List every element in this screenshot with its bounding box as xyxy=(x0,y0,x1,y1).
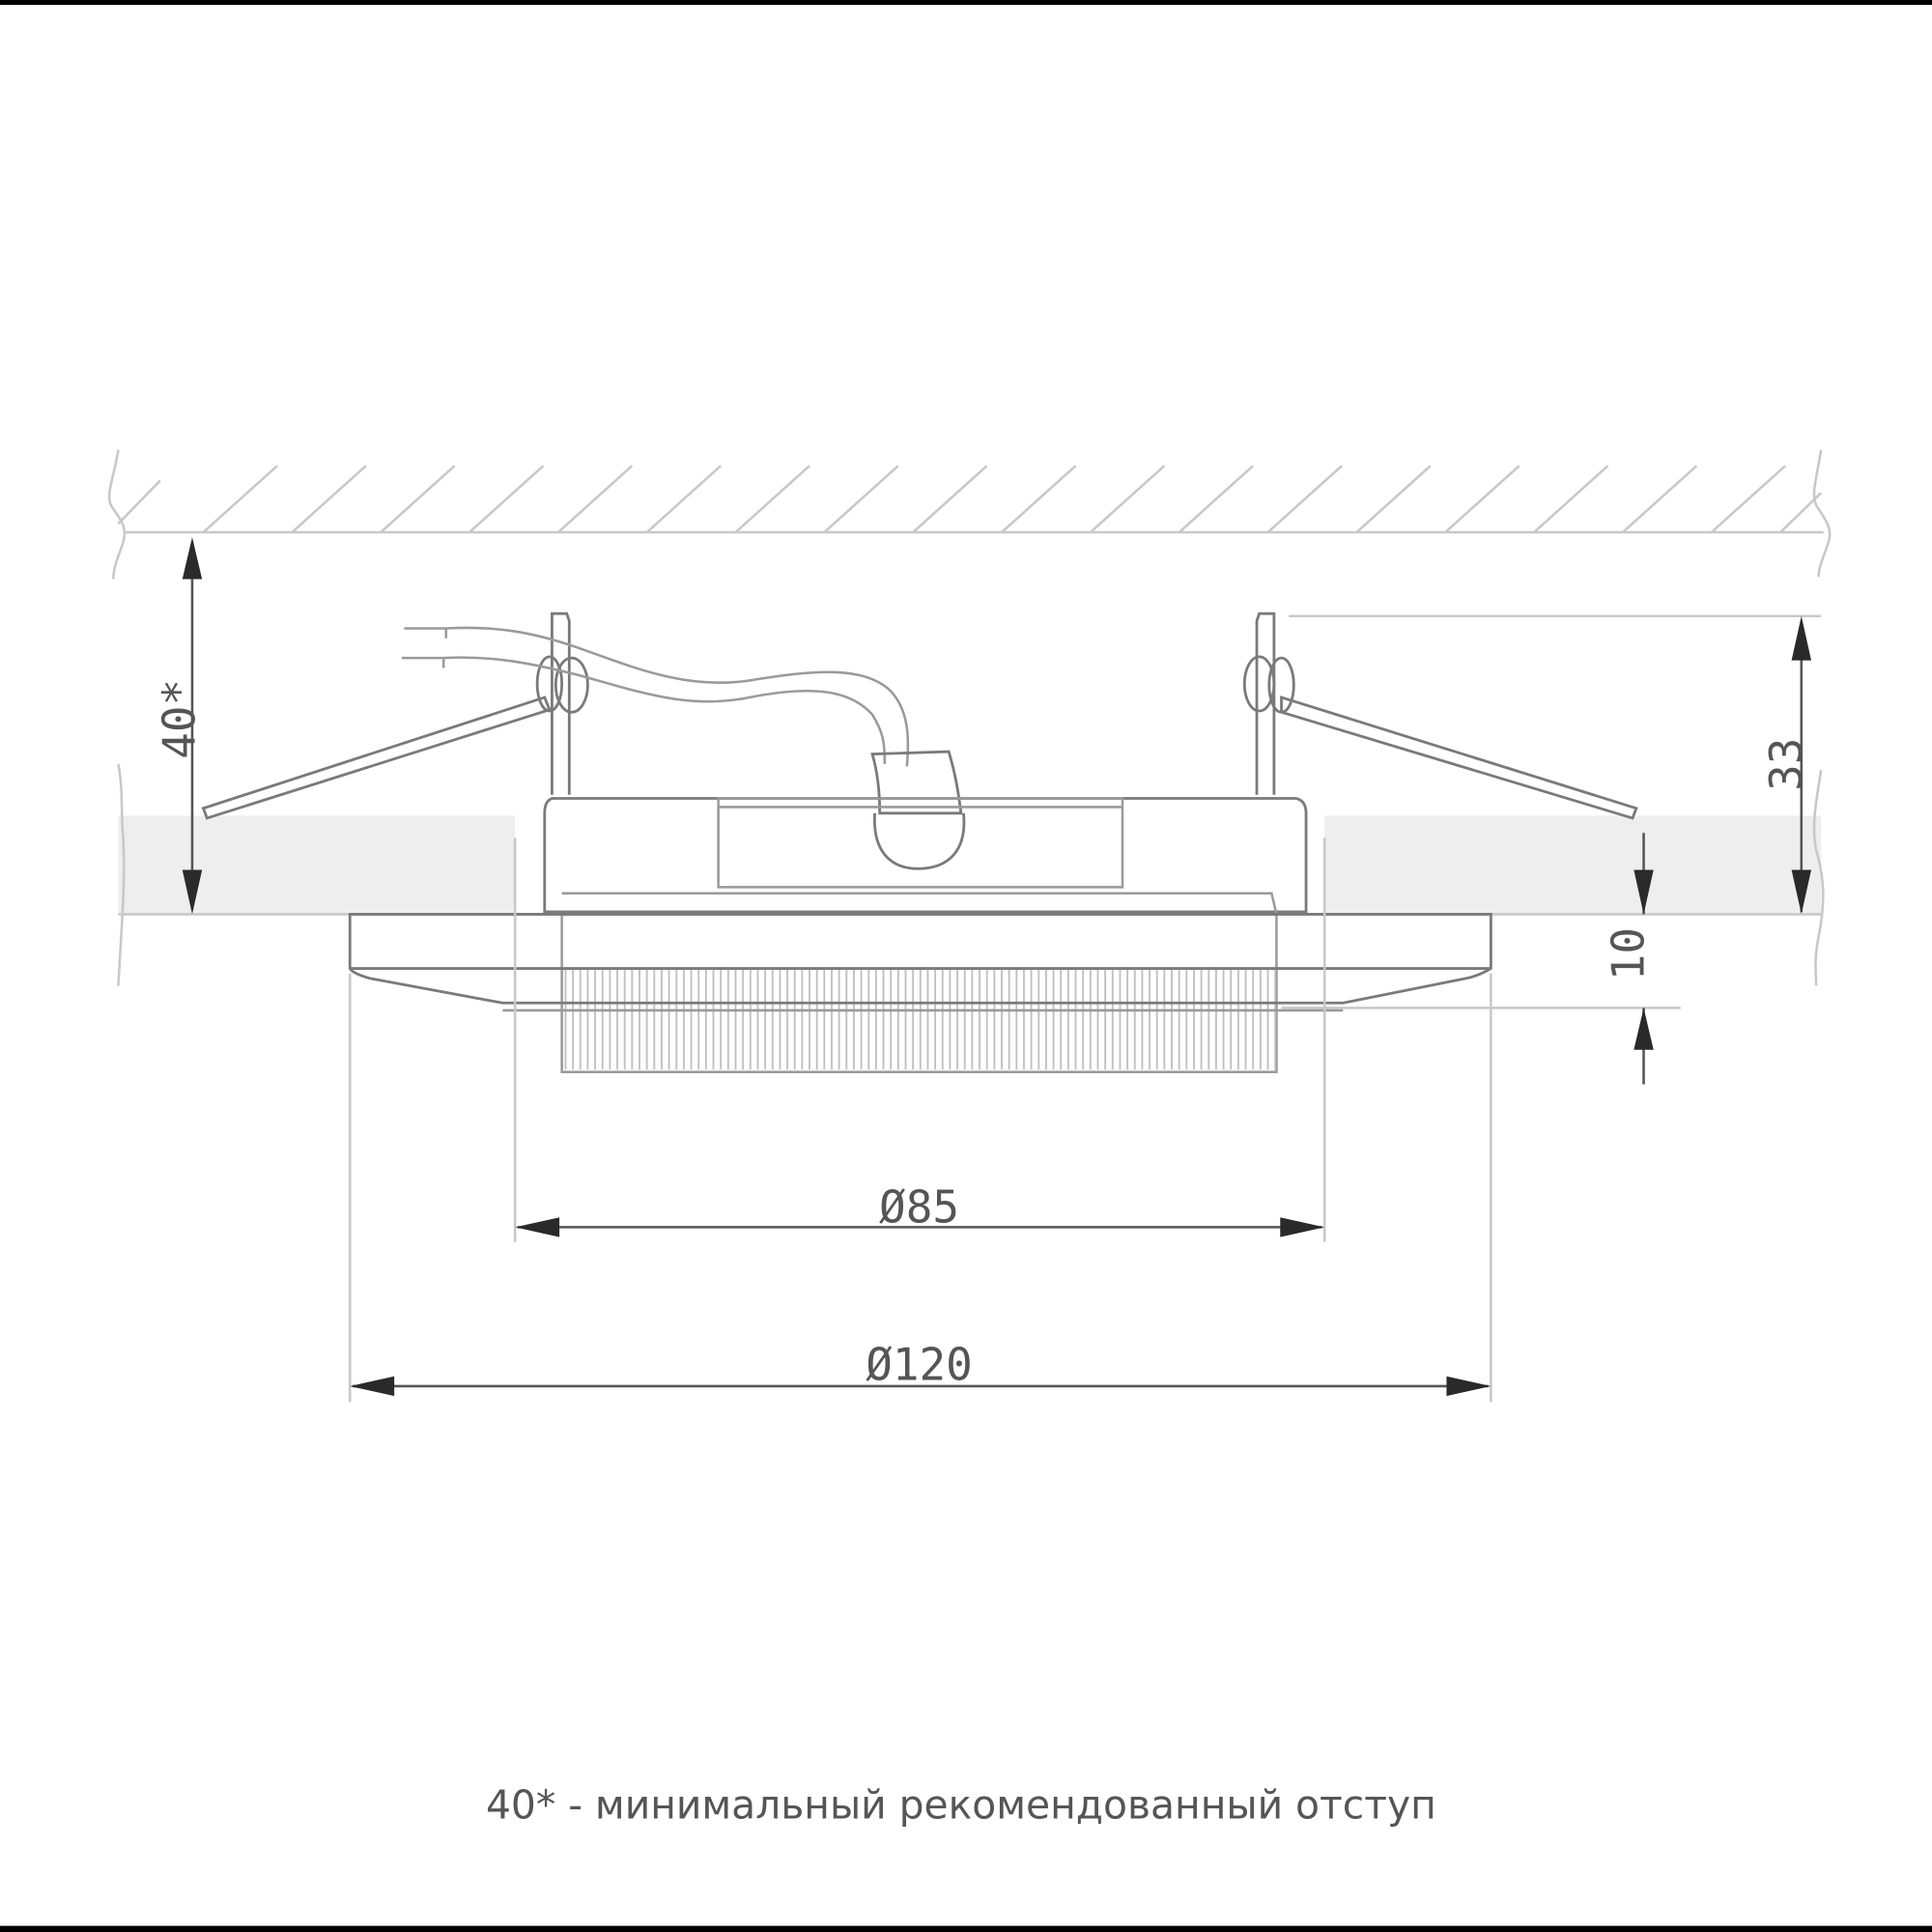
dimension-protrusion: 10 xyxy=(1603,833,1655,1085)
ceiling-panel xyxy=(117,763,1825,986)
dimension-fixture-height: 33 xyxy=(1760,615,1812,915)
min-depth-label: 40* xyxy=(154,679,206,759)
top-frame-bar xyxy=(0,0,1932,6)
ceiling-slab xyxy=(107,449,1832,580)
dimension-cutout-diameter: Ø85 xyxy=(515,1180,1325,1237)
cutout-diameter-label: Ø85 xyxy=(879,1180,959,1233)
fixture-height-label: 33 xyxy=(1760,738,1812,791)
fixture-body xyxy=(201,611,1638,1073)
bottom-frame-bar xyxy=(0,1925,1932,1932)
outer-diameter-label: Ø120 xyxy=(866,1339,973,1391)
protrusion-label: 10 xyxy=(1603,927,1655,980)
extension-lines xyxy=(348,614,1822,1403)
footnote-text: 40* - минимальный рекомендованный отступ xyxy=(486,1782,1436,1829)
dimension-outer-diameter: Ø120 xyxy=(350,1339,1492,1397)
dimension-min-depth: 40* xyxy=(154,537,206,915)
